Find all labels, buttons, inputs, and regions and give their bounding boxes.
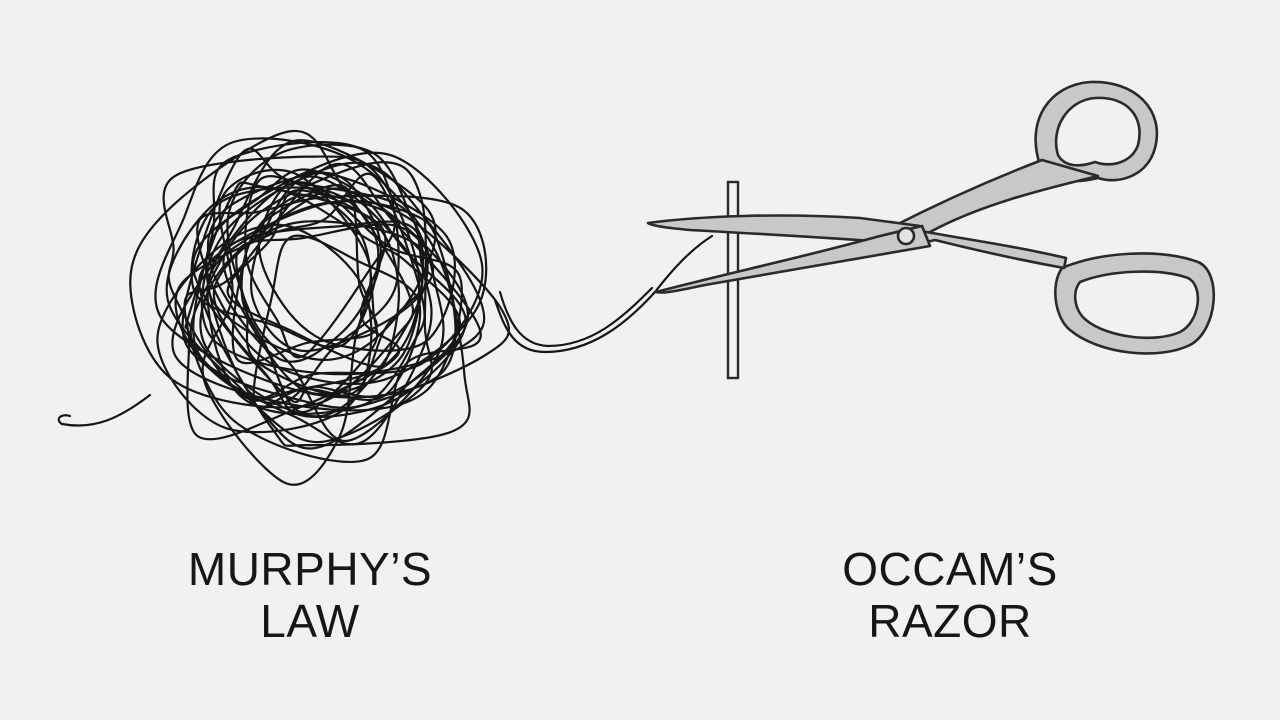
thread-loop: [212, 187, 467, 418]
thread-loop: [171, 181, 463, 412]
thread-loop: [200, 161, 486, 376]
thread-loop: [129, 129, 415, 409]
murphys-law-label: MURPHY’S LAW: [150, 543, 470, 647]
murphys-law-line2: LAW: [260, 595, 360, 647]
thread-loop: [250, 175, 423, 353]
thread-tail-right-inner: [498, 286, 654, 348]
thread-loop: [154, 137, 457, 399]
murphys-law-line1: MURPHY’S: [187, 543, 433, 595]
thread-loop: [165, 186, 462, 450]
scissors-lower-arm: [913, 228, 1068, 270]
scissors-lower-blade: [654, 224, 932, 294]
thread-loop: [226, 189, 400, 368]
thread-loop: [192, 168, 469, 404]
thread-loop: [162, 155, 421, 402]
thread-loop: [199, 220, 429, 418]
tangled-thread-icon: [57, 129, 714, 486]
thread-loop: [207, 139, 437, 361]
thread-loop: [190, 186, 380, 349]
thread-loop: [156, 223, 373, 434]
occams-razor-line1: OCCAM’S: [842, 543, 1058, 595]
occams-razor-line2: RAZOR: [868, 595, 1032, 647]
thread-loop: [184, 181, 401, 441]
scissors-icon: [646, 80, 1216, 355]
occams-razor-label: OCCAM’S RAZOR: [790, 543, 1110, 647]
thread-tail-right: [493, 234, 714, 354]
thread-tail-left: [57, 393, 152, 427]
thread-loop: [222, 220, 425, 396]
scissors-pivot: [896, 226, 916, 246]
tangle-loops: [129, 129, 511, 486]
scissors-lower-handle: [1054, 252, 1216, 355]
